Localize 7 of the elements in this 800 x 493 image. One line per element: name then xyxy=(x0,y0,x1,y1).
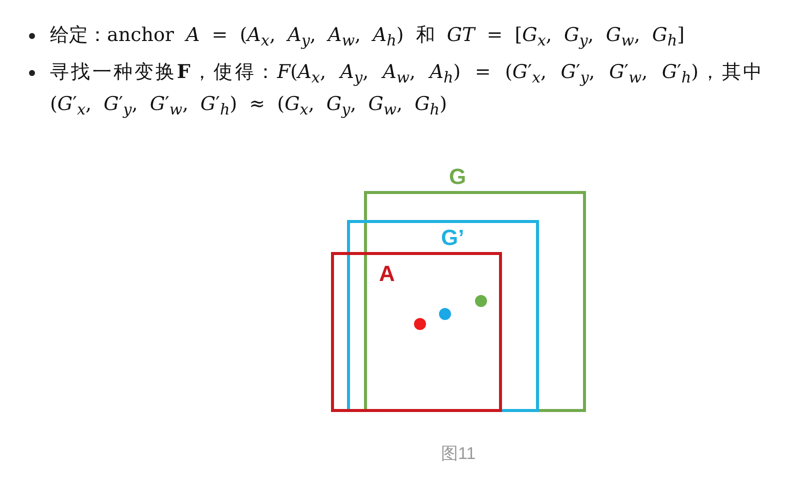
figure-caption: 图11 xyxy=(441,443,476,465)
box-label: G’ xyxy=(441,226,464,250)
bullet-text: 寻找一种变换F，使得：F(A$_{x}$, A$_{y}$, A$_{w}$, A$_{h}$) = (G′$_{x}$, G′$_{y}$, G′$_{w}$, G′$_{h}$)，其中 (G′$_{x}$, G′$_{y}$, G′$_{w}$, G′$_{h}$) ≈ (G$_{x}$, G$_{y}$, G$_{w}$, G$_{h}$) xyxy=(50,60,762,120)
bullet-text: 给定：anchor A = (A$_{x}$, A$_{y}$, A$_{w}$, A$_{h}$) 和 GT = [G$_{x}$, G$_{y}$, G$_{w}$, G$_{h}$] xyxy=(50,23,686,51)
box-label: G xyxy=(449,165,466,189)
bounding-box xyxy=(331,252,502,412)
box-label: A xyxy=(379,262,395,286)
